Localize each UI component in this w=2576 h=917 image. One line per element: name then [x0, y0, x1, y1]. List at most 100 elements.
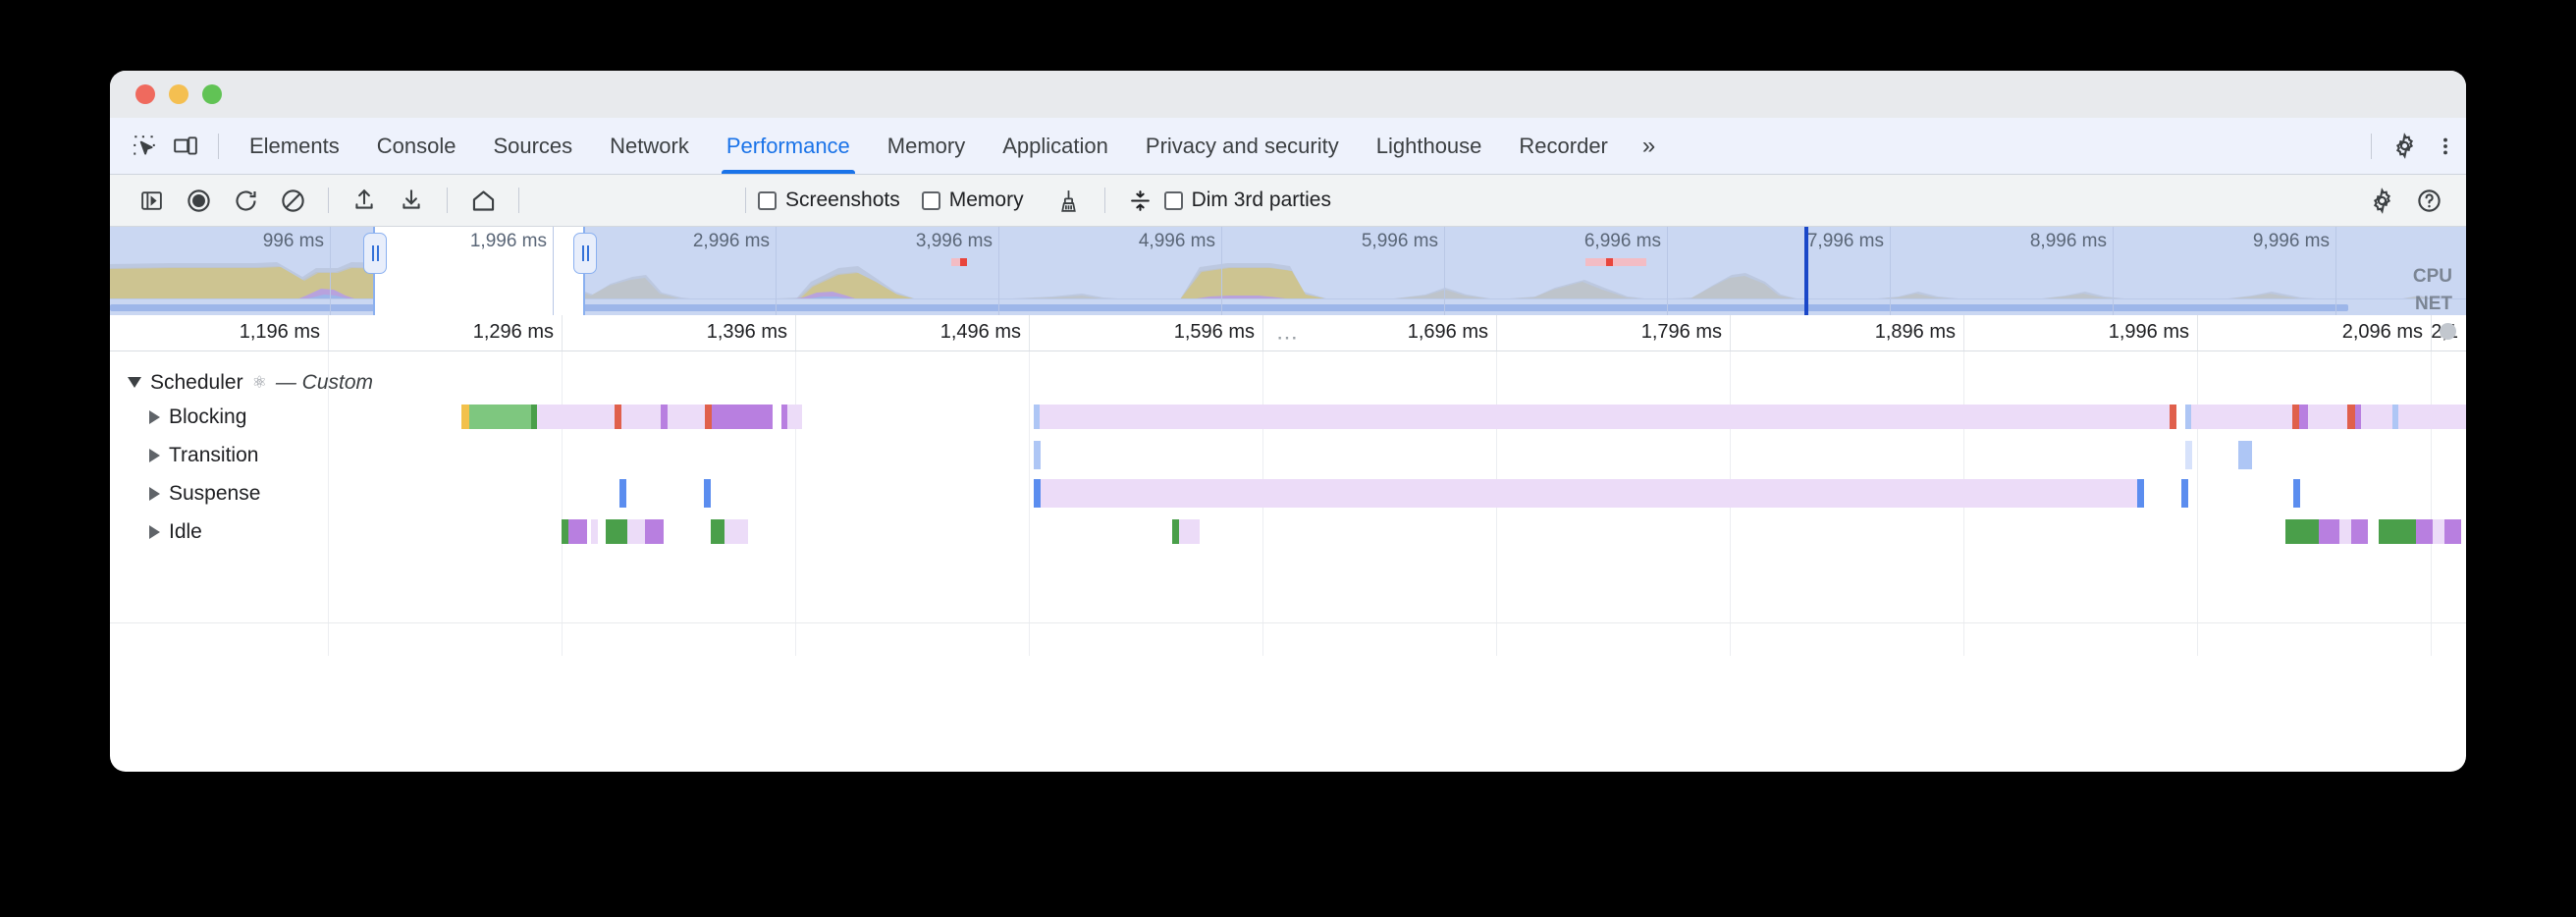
- flame-bar[interactable]: [2285, 519, 2319, 544]
- vertical-collapse-icon[interactable]: [1117, 181, 1164, 220]
- flame-bar[interactable]: [1040, 405, 2170, 429]
- broom-icon[interactable]: [1046, 181, 1093, 220]
- flame-bar[interactable]: [2379, 519, 2416, 544]
- flame-bar[interactable]: [1041, 479, 2137, 508]
- track-transition[interactable]: Transition: [110, 436, 2466, 474]
- flame-bar[interactable]: [1034, 479, 1041, 508]
- three-dot-menu-icon[interactable]: [2425, 126, 2466, 167]
- home-landing-page-icon[interactable]: [459, 181, 507, 220]
- flame-bar[interactable]: [645, 519, 664, 544]
- track-suspense[interactable]: Suspense: [110, 474, 2466, 512]
- flame-bar[interactable]: [2416, 519, 2433, 544]
- flame-bar[interactable]: [2339, 519, 2351, 544]
- dim-3rd-parties-checkbox-box[interactable]: [1164, 191, 1183, 210]
- flame-bar[interactable]: [705, 405, 712, 429]
- scheduler-group-label[interactable]: Scheduler ⚛ — Custom: [128, 363, 373, 402]
- flame-bar[interactable]: [2191, 405, 2292, 429]
- flame-bar[interactable]: [2238, 441, 2252, 469]
- tab-memory[interactable]: Memory: [869, 118, 984, 174]
- tab-lighthouse[interactable]: Lighthouse: [1358, 118, 1501, 174]
- flame-bar[interactable]: [2292, 405, 2299, 429]
- screenshots-checkbox[interactable]: Screenshots: [758, 189, 900, 212]
- screenshots-checkbox-box[interactable]: [758, 191, 777, 210]
- overview-right-drag-handle[interactable]: [573, 233, 597, 274]
- flame-bar[interactable]: [2319, 519, 2339, 544]
- chevron-right-icon[interactable]: [149, 449, 160, 462]
- track-idle-label[interactable]: Idle: [149, 512, 202, 551]
- track-resizer-grabber[interactable]: ⋯: [1276, 333, 1300, 343]
- chevron-right-icon[interactable]: [149, 410, 160, 424]
- flame-bar[interactable]: [711, 519, 724, 544]
- gear-icon[interactable]: [2358, 181, 2405, 220]
- flame-chart-area[interactable]: Scheduler ⚛ — Custom Blocking: [110, 351, 2466, 656]
- memory-checkbox[interactable]: Memory: [922, 189, 1024, 212]
- timeline-main-ruler[interactable]: 1,196 ms 1,296 ms 1,396 ms 1,496 ms 1,59…: [110, 315, 2466, 351]
- toggle-sidebar-icon[interactable]: [128, 181, 175, 220]
- tab-console[interactable]: Console: [358, 118, 475, 174]
- overview-ruler[interactable]: 996 ms 1,996 ms 2,996 ms 3,996 ms 4,996 …: [110, 227, 2466, 256]
- track-transition-label[interactable]: Transition: [149, 436, 258, 474]
- flame-bar[interactable]: [619, 479, 626, 508]
- flame-bar[interactable]: [668, 405, 705, 429]
- clear-icon[interactable]: [269, 181, 316, 220]
- reload-and-record-icon[interactable]: [222, 181, 269, 220]
- flame-bar[interactable]: [1172, 519, 1179, 544]
- flame-bar[interactable]: [591, 519, 598, 544]
- flame-bar[interactable]: [1179, 519, 1200, 544]
- memory-checkbox-box[interactable]: [922, 191, 940, 210]
- chevron-right-icon[interactable]: [149, 487, 160, 501]
- tab-sources[interactable]: Sources: [474, 118, 591, 174]
- track-blocking-label[interactable]: Blocking: [149, 398, 246, 436]
- inspect-element-icon[interactable]: [124, 126, 165, 167]
- flame-bar[interactable]: [621, 405, 661, 429]
- flame-bar[interactable]: [661, 405, 668, 429]
- flame-bar[interactable]: [606, 519, 627, 544]
- flame-bar[interactable]: [2351, 519, 2368, 544]
- flame-bar[interactable]: [2170, 405, 2176, 429]
- flame-bar[interactable]: [2299, 405, 2308, 429]
- track-suspense-label[interactable]: Suspense: [149, 474, 260, 512]
- flame-bar[interactable]: [2433, 519, 2444, 544]
- chevron-down-icon[interactable]: [128, 377, 141, 388]
- help-question-icon[interactable]: [2405, 181, 2452, 220]
- flame-bar[interactable]: [724, 519, 748, 544]
- flame-bar[interactable]: [537, 405, 615, 429]
- flame-bar[interactable]: [627, 519, 645, 544]
- track-idle[interactable]: Idle: [110, 512, 2466, 551]
- flame-bar[interactable]: [562, 519, 568, 544]
- chevron-right-icon[interactable]: [149, 525, 160, 539]
- flame-bar[interactable]: [2444, 519, 2461, 544]
- flame-bar[interactable]: [1034, 441, 1041, 469]
- flame-bar[interactable]: [712, 405, 720, 429]
- minimize-window-button[interactable]: [169, 84, 188, 104]
- save-profile-icon[interactable]: [388, 181, 435, 220]
- overview-playhead-cursor[interactable]: [1804, 227, 1808, 315]
- more-tabs-icon[interactable]: »: [1627, 133, 1671, 160]
- gear-icon[interactable]: [2384, 126, 2425, 167]
- dim-3rd-parties-checkbox[interactable]: Dim 3rd parties: [1164, 189, 1331, 212]
- flame-bar[interactable]: [2355, 405, 2361, 429]
- flame-bar[interactable]: [615, 405, 621, 429]
- tab-application[interactable]: Application: [984, 118, 1127, 174]
- tab-recorder[interactable]: Recorder: [1500, 118, 1626, 174]
- flame-bar[interactable]: [2181, 479, 2188, 508]
- timeline-overview[interactable]: 996 ms 1,996 ms 2,996 ms 3,996 ms 4,996 …: [110, 227, 2466, 315]
- close-window-button[interactable]: [135, 84, 155, 104]
- load-profile-icon[interactable]: [341, 181, 388, 220]
- tab-performance[interactable]: Performance: [708, 118, 869, 174]
- timeline-scroll-thumb[interactable]: [2440, 323, 2456, 340]
- flame-bar[interactable]: [2293, 479, 2300, 508]
- tab-elements[interactable]: Elements: [231, 118, 358, 174]
- flame-bar[interactable]: [704, 479, 711, 508]
- track-blocking[interactable]: Blocking: [110, 398, 2466, 436]
- flame-bar[interactable]: [2347, 405, 2355, 429]
- record-icon[interactable]: [175, 181, 222, 220]
- tab-network[interactable]: Network: [591, 118, 708, 174]
- flame-bar[interactable]: [720, 405, 773, 429]
- flame-bar[interactable]: [2185, 441, 2192, 469]
- flame-bar[interactable]: [461, 405, 469, 429]
- flame-bar[interactable]: [469, 405, 531, 429]
- flame-bar[interactable]: [2308, 405, 2466, 429]
- track-group-scheduler[interactable]: Scheduler ⚛ — Custom: [110, 363, 2466, 402]
- flame-bar[interactable]: [568, 519, 587, 544]
